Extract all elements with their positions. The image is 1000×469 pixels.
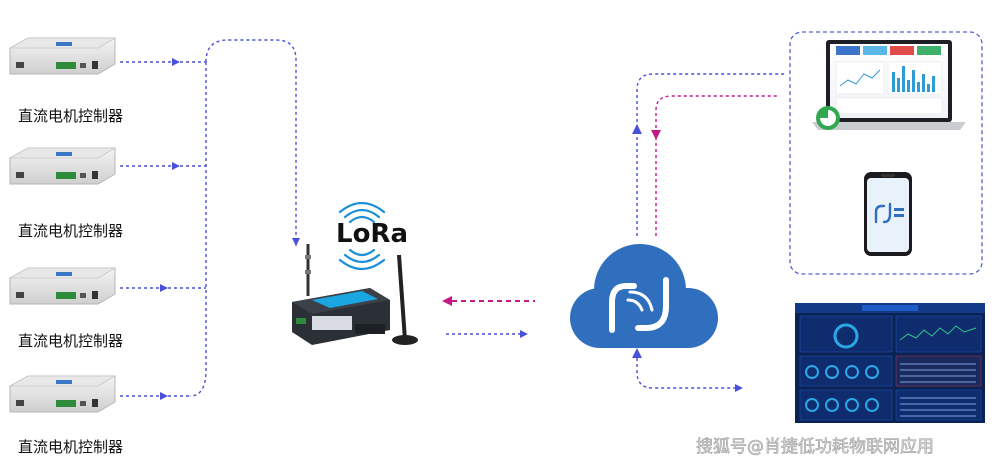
- cloud-signal-icon: [626, 290, 654, 312]
- device-3: [8, 267, 117, 305]
- uplink-arrows: [160, 58, 300, 400]
- wifi-signal-icon: [338, 201, 386, 224]
- gateway-cloud-links: [442, 296, 535, 338]
- gauge-icon: [833, 323, 859, 349]
- laptop-bars: [892, 66, 935, 92]
- arrow-right-icon: [735, 384, 743, 392]
- gauge-row: [805, 365, 879, 379]
- arrow-down-icon: [292, 238, 300, 246]
- arrow-up-icon: [632, 124, 642, 134]
- big-screen-dashboard: [795, 303, 985, 423]
- terminal-block-icon: [56, 62, 76, 69]
- client-group-frame: [789, 31, 983, 275]
- cloud-platform: [570, 244, 718, 348]
- device-logo-icon: [56, 380, 72, 384]
- app-logo-icon: [874, 202, 892, 224]
- gateway-panel: [312, 291, 378, 308]
- arrow-right-icon: [520, 330, 528, 338]
- device-label-2: 直流电机控制器: [18, 222, 123, 240]
- arrow-left-icon: [442, 296, 452, 306]
- device-logo-icon: [56, 272, 72, 276]
- terminal-block-icon: [56, 292, 76, 299]
- table-lines: [900, 363, 976, 383]
- arrow-up-icon: [632, 348, 642, 358]
- arrow-right-icon: [172, 162, 180, 170]
- device-2: [8, 147, 117, 185]
- arrow-right-icon: [172, 58, 180, 66]
- terminal-block-icon: [56, 400, 76, 407]
- wifi-signal-icon: [338, 248, 386, 271]
- cloud-logo-icon: [609, 277, 669, 333]
- lora-label: LoRa: [336, 219, 408, 249]
- lora-gateway-device: [292, 244, 418, 345]
- uplink-lines: [120, 39, 297, 397]
- device-label-1: 直流电机控制器: [18, 107, 123, 125]
- device-label-4: 直流电机控制器: [18, 438, 123, 456]
- device-4: [8, 375, 117, 413]
- cloud-client-links: [636, 73, 786, 389]
- terminal-block-icon: [296, 318, 306, 324]
- arrow-right-icon: [160, 284, 168, 292]
- device-label-3: 直流电机控制器: [18, 332, 123, 350]
- device-1: [8, 37, 117, 75]
- arrow-down-icon: [651, 130, 661, 140]
- watermark-text: 搜狐号@肖捷低功耗物联网应用: [696, 437, 934, 457]
- phone-client: [864, 172, 912, 256]
- lora-badge: LoRa: [336, 201, 408, 271]
- terminal-block-icon: [56, 172, 76, 179]
- arrow-right-icon: [160, 392, 168, 400]
- laptop-client: [812, 40, 966, 130]
- device-logo-icon: [56, 42, 72, 46]
- device-logo-icon: [56, 152, 72, 156]
- cloud-client-arrows: [632, 124, 743, 392]
